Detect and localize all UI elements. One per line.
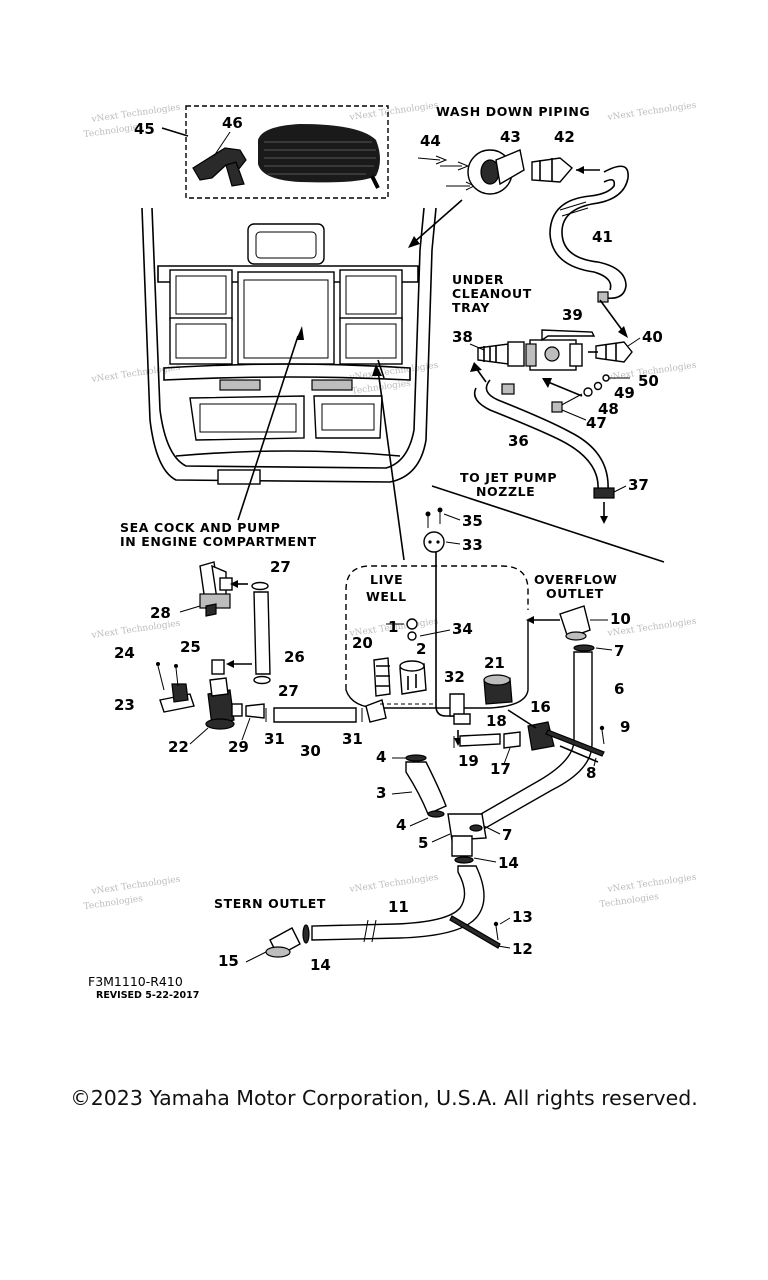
callout-3: 3: [376, 784, 386, 802]
callout-24: 24: [114, 644, 135, 662]
callout-4: 4: [376, 748, 386, 766]
label-wash-down-piping: WASH DOWN PIPING: [436, 104, 590, 119]
label-live-well: WELL: [366, 589, 407, 604]
callout-31: 31: [264, 730, 285, 748]
part-callouts: 45 46 44 43 42 41 39 38 40 50 49 48 47 3…: [114, 114, 663, 974]
revised-date: REVISED 5-22-2017: [96, 990, 199, 1001]
callout-38: 38: [452, 328, 473, 346]
callout-43: 43: [500, 128, 521, 146]
callout-14: 14: [310, 956, 331, 974]
callout-35: 35: [462, 512, 483, 530]
callout-4: 4: [396, 816, 406, 834]
callout-8: 8: [586, 764, 596, 782]
callout-13: 13: [512, 908, 533, 926]
label-overflow-outlet: OUTLET: [546, 586, 604, 601]
diagram-code: F3M1110-R410: [88, 974, 183, 989]
wash-down-hose-kit: [161, 105, 389, 199]
overflow-outlet-assembly: [265, 605, 605, 958]
callout-18: 18: [486, 712, 507, 730]
callout-46: 46: [222, 114, 243, 132]
callout-27: 27: [278, 682, 299, 700]
callout-32: 32: [444, 668, 465, 686]
callout-15: 15: [218, 952, 239, 970]
callout-41: 41: [592, 228, 613, 246]
callout-11: 11: [388, 898, 409, 916]
section-labels: WASH DOWN PIPING UNDER CLEANOUT TRAY TO …: [120, 104, 617, 911]
callout-33: 33: [462, 536, 483, 554]
callout-7: 7: [502, 826, 512, 844]
label-under-cleanout: TRAY: [452, 300, 490, 315]
callout-28: 28: [150, 604, 171, 622]
cleanout-tray-valve: [470, 329, 633, 524]
watermark-text: vNext Technologies: [606, 101, 697, 124]
callout-45: 45: [134, 120, 155, 138]
callout-44: 44: [420, 132, 441, 150]
section-divider-line: [431, 485, 665, 563]
label-sea-cock: SEA COCK AND PUMP: [120, 520, 281, 535]
callout-10: 10: [610, 610, 631, 628]
callout-16: 16: [530, 698, 551, 716]
callout-50: 50: [638, 372, 659, 390]
sea-cock-assembly: [156, 561, 387, 730]
callout-23: 23: [114, 696, 135, 714]
callout-29: 29: [228, 738, 249, 756]
coiled-hose-icon: [258, 124, 380, 189]
watermark-text: vNext Technologies: [606, 873, 697, 896]
label-under-cleanout: CLEANOUT: [452, 286, 532, 301]
watermark-text: vNext Technologies: [90, 875, 181, 898]
callout-21: 21: [484, 654, 505, 672]
callout-49: 49: [614, 384, 635, 402]
label-stern-outlet: STERN OUTLET: [214, 896, 326, 911]
callout-37: 37: [628, 476, 649, 494]
label-jet-pump: TO JET PUMP: [460, 470, 557, 485]
callout-47: 47: [586, 414, 607, 432]
copyright-notice: ©2023 Yamaha Motor Corporation, U.S.A. A…: [70, 1086, 698, 1110]
callout-20: 20: [352, 634, 373, 652]
callout-26: 26: [284, 648, 305, 666]
watermark-group: vNext Technologies Technologies vNext Te…: [83, 101, 697, 913]
callout-19: 19: [458, 752, 479, 770]
callout-9: 9: [620, 718, 630, 736]
callout-34: 34: [452, 620, 473, 638]
callout-36: 36: [508, 432, 529, 450]
label-overflow-outlet: OVERFLOW: [534, 572, 617, 587]
callout-22: 22: [168, 738, 189, 756]
callout-25: 25: [180, 638, 201, 656]
wash-down-piping: [408, 149, 629, 338]
callout-5: 5: [418, 834, 428, 852]
live-well-fittings: [373, 507, 555, 751]
callout-6: 6: [614, 680, 624, 698]
callout-27: 27: [270, 558, 291, 576]
callout-40: 40: [642, 328, 663, 346]
callout-1: 1: [388, 618, 398, 636]
callout-7: 7: [614, 642, 624, 660]
label-jet-pump: NOZZLE: [476, 484, 535, 499]
label-live-well: LIVE: [370, 572, 403, 587]
boat-hull-illustration: [141, 207, 437, 561]
callout-30: 30: [300, 742, 321, 760]
callout-48: 48: [598, 400, 619, 418]
watermark-text: vNext Technologies: [348, 873, 439, 896]
callout-12: 12: [512, 940, 533, 958]
label-sea-cock: IN ENGINE COMPARTMENT: [120, 534, 317, 549]
callout-2: 2: [416, 640, 426, 658]
callout-17: 17: [490, 760, 511, 778]
callout-42: 42: [554, 128, 575, 146]
callout-39: 39: [562, 306, 583, 324]
callout-31: 31: [342, 730, 363, 748]
label-under-cleanout: UNDER: [452, 272, 504, 287]
watermark-text: vNext Technologies: [348, 101, 439, 124]
watermark-text: vNext Technologies: [90, 363, 181, 386]
callout-14: 14: [498, 854, 519, 872]
